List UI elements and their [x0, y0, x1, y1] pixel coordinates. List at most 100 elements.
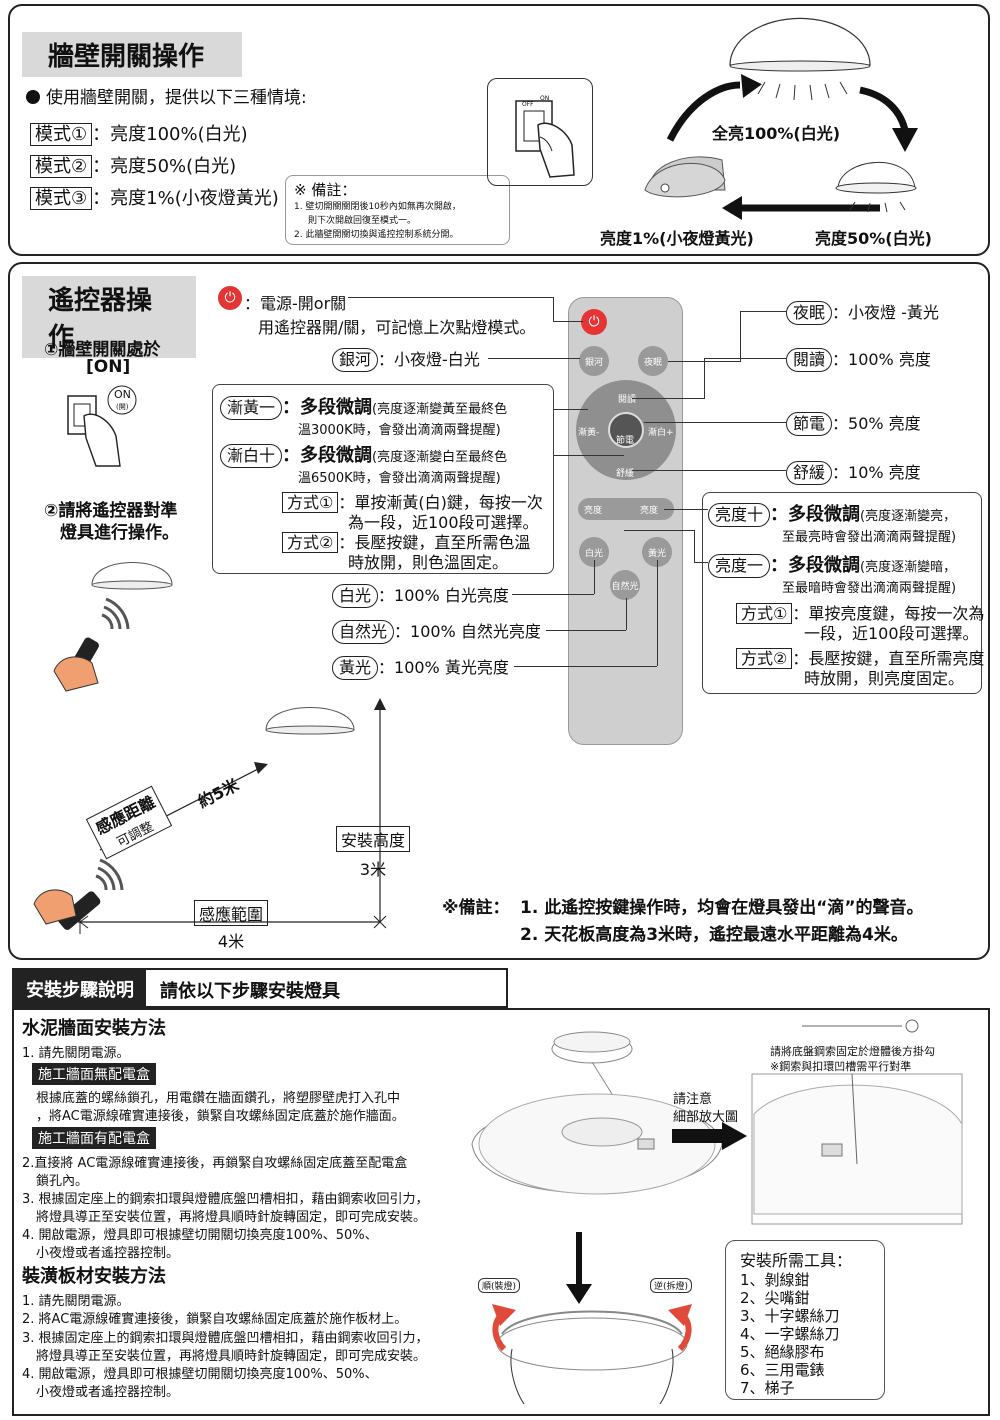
warm-bold: ：多段微調 [282, 397, 373, 418]
wall-switch-illustration: OFF ON [487, 78, 593, 186]
tool-3: 3、十字螺絲刀 [740, 1307, 840, 1325]
power-desc: 用遙控器開/關，可記憶上次點燈模式。 [258, 318, 536, 337]
cycle-top-label: 全亮100%(白光) [712, 124, 841, 143]
install-header: 安裝步驟說明 請依以下步驟安裝燈具 [12, 968, 508, 1008]
mode-2-text: ：亮度50%(白光) [92, 156, 237, 177]
yinhe-row: 銀河：小夜燈-白光 [332, 346, 480, 372]
d-step-1: 1. 請先關閉電源。 [22, 1294, 130, 1309]
relax-row: 舒緩：10% 亮度 [786, 459, 921, 485]
wall-note-line-2: 則下次開啟回復至模式一。 [308, 216, 417, 226]
bup-bold: ：多段微調 [770, 504, 861, 525]
remote-dpad-center[interactable] [608, 412, 644, 448]
step2-line2: 燈具進行操作。 [60, 523, 179, 543]
save-desc: ：50% 亮度 [832, 414, 921, 433]
step1-line2: [ON] [86, 357, 131, 377]
natural-desc: ：100% 自然光亮度 [394, 622, 541, 641]
bm2-line-2: 時放開，則亮度固定。 [804, 669, 965, 688]
relax-tag: 舒緩 [786, 461, 833, 485]
cycle-right-label: 亮度50%(白光) [815, 229, 932, 248]
remote-yinhe-button[interactable]: 銀河 [579, 346, 609, 376]
height-label: 安裝高度 [336, 826, 411, 852]
white-row: 白光：100% 白光亮度 [332, 582, 509, 608]
tool-4: 4、一字螺絲刀 [740, 1325, 840, 1343]
night-tag: 夜眠 [786, 301, 833, 325]
m2-row: 方式②：長壓按鍵，直至所需色溫 [282, 529, 530, 553]
natural-tag: 自然光 [332, 620, 395, 644]
remote-night-button[interactable]: 夜眠 [638, 346, 668, 376]
on-bubble-label: ON [114, 388, 131, 401]
detail-label-1: 請注意 [673, 1092, 713, 1107]
tools-title: 安裝所需工具： [740, 1251, 853, 1270]
hand-on-switch-icon [67, 385, 137, 467]
save-tag: 節電 [786, 412, 833, 436]
yellow-tag: 黃光 [332, 656, 379, 680]
mode-1: 模式①：亮度100%(白光) [30, 120, 248, 146]
wall-note-line-1: 1. 壁切開關關閉後10秒內如無再次開啟， [294, 202, 461, 212]
remote-natural-button[interactable]: 自然光 [610, 570, 640, 600]
white-desc: ：100% 白光亮度 [378, 586, 509, 605]
tag-no-box: 施工牆面無配電盒 [32, 1063, 156, 1085]
c-step-2a: 2.直接將 AC電源線確實連接後，再鎖緊自攻螺絲固定底蓋至配電盒 [22, 1156, 408, 1171]
install-header-left: 安裝步驟說明 [14, 970, 146, 1006]
m1-line-1: ：單按漸黃(白)鍵，每按一次 [338, 493, 543, 512]
hand-switch-icon [515, 100, 575, 178]
height-box: 安裝高度 3米 [336, 826, 411, 880]
c-step-4b: 小夜燈或者遙控器控制。 [36, 1246, 180, 1261]
remote-save-label[interactable]: 節電 [616, 436, 635, 446]
install-header-right: 請依以下步驟安裝燈具 [160, 981, 340, 1002]
bdown-bold: ：多段微調 [770, 555, 861, 576]
lamp-remote-hand-icon [53, 562, 173, 692]
mode-2: 模式②：亮度50%(白光) [30, 152, 236, 178]
remote-bup-label[interactable]: 亮度 [640, 506, 659, 516]
remote-relax-label[interactable]: 舒緩 [616, 469, 635, 479]
natural-row: 自然光：100% 自然光亮度 [332, 618, 541, 644]
remote-warm-label[interactable]: 漸黃- [578, 428, 600, 438]
c-step-3b: 將燈具導正至安裝位置，再將燈具順時針旋轉固定，即可完成安裝。 [36, 1210, 427, 1225]
yinhe-tag: 銀河 [332, 348, 379, 372]
remote-power-button[interactable]: ⏻ [581, 309, 607, 335]
m2-line-1: ：長壓按鍵，直至所需色溫 [338, 533, 531, 552]
step1-line1: ①牆壁開關處於 [44, 340, 161, 360]
remote-cool-label[interactable]: 漸白+ [648, 428, 674, 438]
remote-read-label[interactable]: 閱讀 [618, 395, 637, 405]
d-step-3a: 3. 根據固定座上的鋼索扣環與燈體底盤凹槽相扣，藉由鋼索收回引力， [22, 1331, 429, 1346]
switch-off-label: OFF [522, 101, 534, 108]
board-title: 裝潢板材安裝方法 [22, 1266, 166, 1287]
bm1-line-1: ：單按亮度鍵，每按一次為 [792, 604, 985, 623]
cable-label-2: ※鋼索與扣環凹槽需平行對準 [770, 1060, 912, 1073]
remote-bdown-label[interactable]: 亮度 [584, 506, 603, 516]
bm1-line-2: 一段，近100段可選擇。 [804, 624, 979, 643]
warm-desc-2: 溫3000K時，會發出滴滴兩聲提醒) [298, 423, 501, 438]
warm-desc-1: (亮度逐漸變黃至最終色 [372, 402, 508, 417]
night-desc: ：小夜燈 -黃光 [832, 303, 939, 322]
remote-note-1: 1. 此遙控按鍵操作時，均會在燈具發出“滴”的聲音。 [520, 898, 924, 918]
remote-panel [8, 262, 990, 960]
cool-row: 漸白十：多段微調(亮度逐漸變白至最終色 [220, 441, 507, 468]
switch-on-label: ON [540, 95, 550, 102]
m2-line-2: 時放開，則色溫固定。 [348, 553, 509, 572]
bup-tag: 亮度十 [708, 503, 771, 527]
wall-switch-title: 牆壁開關操作 [22, 32, 242, 77]
bullet-icon [26, 90, 40, 104]
ccw-label: 逆(拆燈) [650, 1278, 693, 1293]
cable-label-1: 請將底盤鋼索固定於燈體後方掛勾 [770, 1045, 935, 1058]
bm1-row: 方式①：單按亮度鍵，每按一次為 [736, 600, 984, 624]
tool-1: 1、剝線鉗 [740, 1271, 810, 1289]
bm2-line-1: ：長壓按鍵，直至所需亮度 [792, 649, 985, 668]
cycle-left-label: 亮度1%(小夜燈黃光) [600, 229, 754, 248]
tool-7: 7、梯子 [740, 1379, 795, 1397]
bup-desc-1: (亮度逐漸變亮， [860, 509, 957, 524]
m1-row: 方式①：單按漸黃(白)鍵，每按一次 [282, 489, 543, 513]
cool-desc-1: (亮度逐漸變白至最終色 [372, 450, 508, 465]
bdown-tag: 亮度一 [708, 554, 771, 578]
remote-note-prefix: ※備註： [442, 898, 510, 918]
warm-tag: 漸黃一 [220, 396, 283, 420]
mode-3: 模式③：亮度1%(小夜燈黃光) [30, 184, 279, 210]
wall-note-box: ※ 備註： 1. 壁切開關關閉後10秒內如無再次開啟， 則下次開啟回復至模式一。… [285, 175, 510, 245]
color-temp-box [212, 384, 554, 574]
wall-note-title: ※ 備註： [294, 181, 357, 199]
c-step-1: 1. 請先關閉電源。 [22, 1046, 130, 1061]
remote-yellow-button[interactable]: 黃光 [642, 537, 672, 567]
c-step-2b: 鎖孔內。 [36, 1174, 89, 1189]
white-tag: 白光 [332, 584, 379, 608]
